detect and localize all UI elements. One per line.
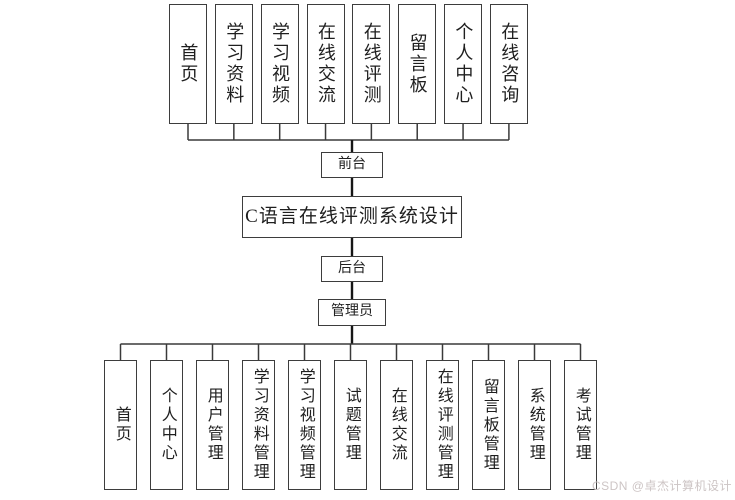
front-module-label: 留言板: [407, 32, 428, 96]
front-module-label: 在线咨询: [499, 22, 520, 106]
back-module-box: 系统管理: [518, 360, 551, 490]
back-module-label: 学习视频管理: [296, 368, 314, 482]
front-stage-box: 前台: [321, 152, 383, 178]
back-module-box: 用户管理: [196, 360, 229, 490]
back-module-box: 在线评测管理: [426, 360, 459, 490]
back-stage-label: 后台: [338, 260, 366, 276]
back-module-box: 首页: [104, 360, 137, 490]
front-module-box: 在线评测: [352, 4, 391, 124]
front-module-box: 个人中心: [444, 4, 483, 124]
back-module-box: 留言板管理: [472, 360, 505, 490]
watermark: CSDN @卓杰计算机设计: [591, 479, 732, 493]
front-module-box: 首页: [169, 4, 207, 124]
back-stage-box: 后台: [321, 256, 383, 282]
back-module-label: 在线评测管理: [434, 368, 452, 482]
front-module-box: 学习视频: [260, 4, 299, 124]
back-module-box: 学习资料管理: [242, 360, 275, 490]
front-module-box: 留言板: [398, 4, 437, 124]
front-module-label: 首页: [178, 43, 199, 85]
back-module-label: 在线交流: [388, 387, 406, 463]
back-module-label: 学习资料管理: [250, 368, 268, 482]
back-module-label: 试题管理: [342, 387, 360, 463]
system-title-box: C语言在线评测系统设计: [242, 196, 462, 238]
back-module-label: 留言板管理: [480, 377, 498, 473]
front-modules-row: 首页 学习资料 学习视频 在线交流 在线评测 留言板 个人中心: [169, 4, 528, 124]
back-modules-row: 首页 个人中心 用户管理 学习资料管理 学习视频管理 试题管理 在线交流: [104, 360, 597, 490]
front-module-label: 在线评测: [361, 22, 382, 106]
front-module-box: 学习资料: [214, 4, 253, 124]
admin-role-box: 管理员: [318, 299, 386, 326]
back-module-label: 首页: [112, 406, 130, 444]
front-module-label: 学习视频: [270, 22, 291, 106]
back-module-box: 试题管理: [334, 360, 367, 490]
front-module-label: 个人中心: [453, 22, 474, 106]
back-module-label: 用户管理: [204, 387, 222, 463]
front-module-label: 学习资料: [224, 22, 245, 106]
back-module-label: 系统管理: [526, 387, 544, 463]
front-stage-label: 前台: [338, 156, 366, 172]
back-module-label: 个人中心: [158, 387, 176, 463]
back-module-box: 学习视频管理: [288, 360, 321, 490]
front-module-label: 在线交流: [315, 22, 336, 106]
front-module-box: 在线交流: [306, 4, 345, 124]
system-title-label: C语言在线评测系统设计: [245, 206, 459, 228]
back-module-box: 个人中心: [150, 360, 183, 490]
back-module-box: 考试管理: [564, 360, 597, 490]
admin-role-label: 管理员: [331, 304, 373, 320]
front-module-box: 在线咨询: [489, 4, 528, 124]
back-module-box: 在线交流: [380, 360, 413, 490]
back-module-label: 考试管理: [572, 387, 590, 463]
